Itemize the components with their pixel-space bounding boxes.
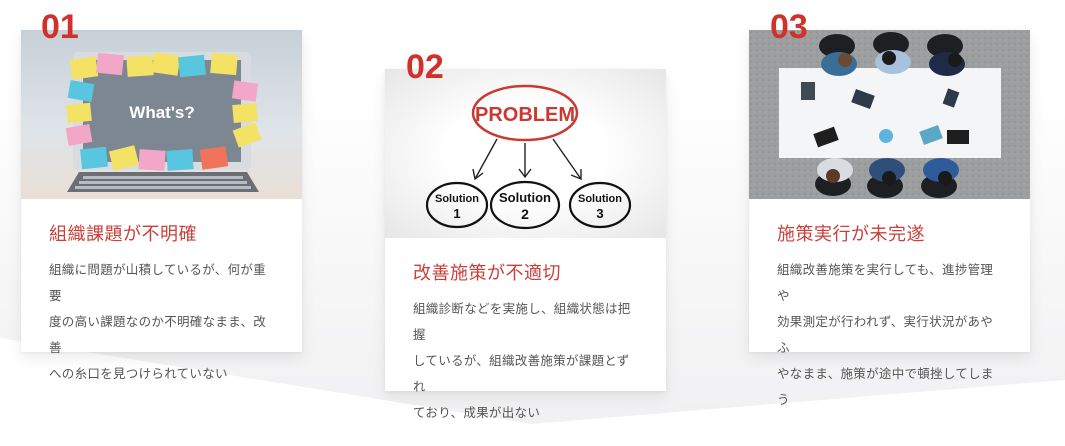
card-01-line-2: 度の高い課題なのか不明確なまま、改善 (49, 314, 267, 355)
card-03: 施策実行が未完遂 組織改善施策を実行しても、進捗管理や 効果測定が行われず、実行… (749, 30, 1030, 407)
card-01-line-1: 組織に問題が山積しているが、何が重要 (49, 262, 266, 303)
card-02-image: PROBLEM Solution 1 Solution 2 Solution 3 (385, 69, 666, 238)
card-02: PROBLEM Solution 1 Solution 2 Solution 3 (385, 69, 666, 420)
svg-text:1: 1 (453, 206, 460, 221)
card-01-number: 01 (41, 8, 79, 46)
card-02-line-1: 組織診断などを実施し、組織状態は把握 (413, 301, 631, 342)
svg-text:What's?: What's? (129, 103, 194, 122)
card-03-line-1: 組織改善施策を実行しても、進捗管理や (777, 262, 994, 303)
card-01-line-3: への糸口を見つけられていない (49, 366, 228, 381)
card-03-title: 施策実行が未完遂 (777, 224, 925, 245)
card-02-line-2: しているが、組織改善施策が課題とずれ (413, 353, 630, 394)
card-01-description: 組織に問題が山積しているが、何が重要 度の高い課題なのか不明確なまま、改善 への… (49, 257, 274, 387)
card-02-line-3: ており、成果が出ない (413, 405, 541, 420)
card-01-body: 組織課題が不明確 組織に問題が山積しているが、何が重要 度の高い課題なのか不明確… (21, 199, 302, 407)
card-01: What's? 組織課題が不明確 組織に問題が山積しているが、何が重要 度の高い… (21, 30, 302, 381)
card-01-title: 組織課題が不明確 (49, 224, 197, 245)
card-01-image: What's? (21, 30, 302, 199)
card-03-number: 03 (770, 8, 808, 46)
card-03-image (749, 30, 1030, 199)
svg-text:Solution: Solution (578, 193, 622, 205)
card-03-line-2: 効果測定が行われず、実行状況があやふ (777, 314, 994, 355)
meeting-table-photo (749, 30, 1030, 199)
svg-text:Solution: Solution (435, 193, 479, 205)
card-02-number: 02 (406, 48, 444, 86)
card-03-line-3: やなまま、施策が途中で頓挫してしまう (777, 366, 994, 407)
card-02-body: 改善施策が不適切 組織診断などを実施し、組織状態は把握 しているが、組織改善施策… (385, 238, 666, 446)
svg-text:2: 2 (521, 206, 529, 222)
problem-solution-diagram: PROBLEM Solution 1 Solution 2 Solution 3 (425, 84, 632, 230)
svg-text:Solution: Solution (499, 190, 551, 205)
card-02-title: 改善施策が不適切 (413, 263, 561, 284)
card-03-body: 施策実行が未完遂 組織改善施策を実行しても、進捗管理や 効果測定が行われず、実行… (749, 199, 1030, 433)
svg-text:3: 3 (596, 206, 603, 221)
svg-text:PROBLEM: PROBLEM (475, 104, 575, 126)
card-03-description: 組織改善施策を実行しても、進捗管理や 効果測定が行われず、実行状況があやふ やな… (777, 257, 1002, 413)
card-02-description: 組織診断などを実施し、組織状態は把握 しているが、組織改善施策が課題とずれ てお… (413, 296, 638, 426)
laptop-sticky-notes-illustration: What's? (65, 52, 262, 192)
